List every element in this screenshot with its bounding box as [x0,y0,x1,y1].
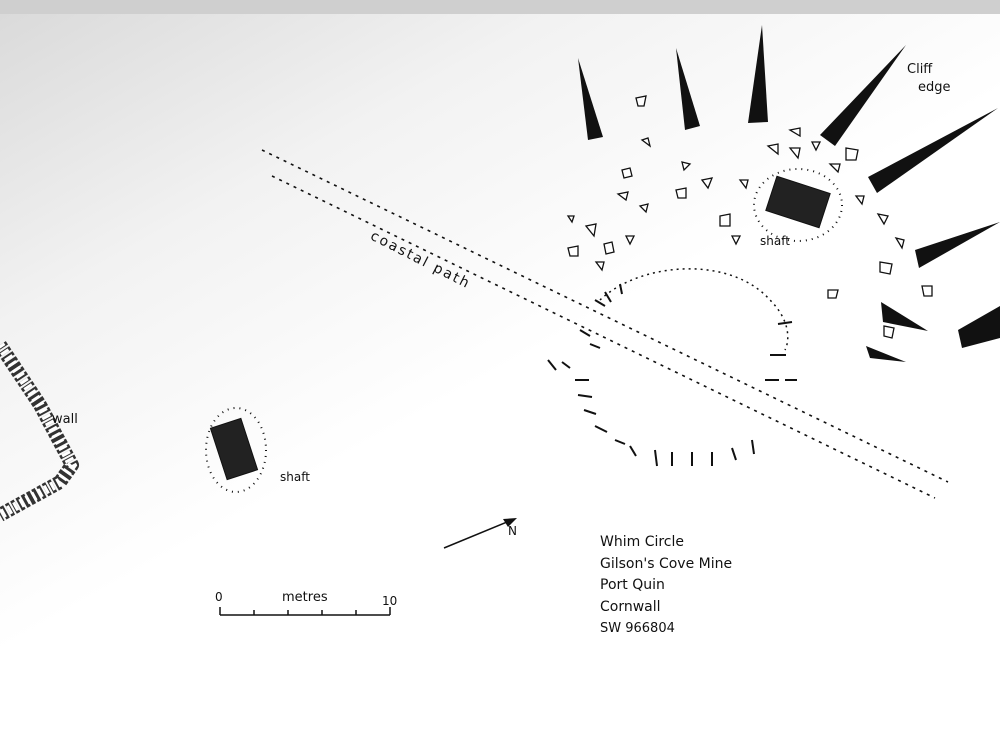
wall-cobble-gaps [0,342,78,519]
site-place: Port Quin [600,577,665,593]
site-county: Cornwall [600,598,661,615]
shafts [205,168,843,493]
wall-label: wall [52,412,78,427]
shaft-upper [753,168,843,242]
shaft-opening [765,175,831,229]
site-name: Whim Circle [600,534,685,550]
cliff-hachure [578,58,603,140]
cliff-edge-hachures [578,25,1000,362]
coastal-path-lines [261,149,949,499]
path-edge [271,175,936,499]
shaft-spoil-ring [205,407,267,493]
shaft-spoil-ring [753,168,843,242]
cliff-edge-label-line2: edge [918,80,951,95]
cliff-hachure [915,222,1000,268]
shaft-label-lower: shaft [280,470,310,484]
cliff-hachure [868,108,998,193]
north-arrow-shaft [443,519,513,549]
shaft-opening [209,417,259,481]
inner-dotted-edge [599,268,789,351]
whim-circle-platform [547,268,797,467]
bank-hachures [547,283,797,467]
cliff-edge-label-line1: Cliff [907,62,933,77]
north-arrow-head [503,518,517,527]
site-info-block: Whim Circle Gilson's Cove Mine Port Quin… [600,532,732,640]
north-label: N [508,524,517,538]
cliff-hachure [820,45,906,146]
cliff-hachure [748,25,768,123]
scale-start-label: 0 [215,590,223,604]
stones [566,95,933,339]
north-arrow [443,518,517,549]
cliff-hachure [958,306,1000,348]
shaft-lower [205,407,267,493]
shaft-label-upper: shaft [760,234,790,248]
site-mine: Gilson's Cove Mine [600,555,733,572]
wall-stones [0,341,79,522]
scale-bar [219,607,391,616]
site-grid-ref: SW 966804 [600,621,675,636]
scan-edge [0,0,1000,14]
cliff-hachure [881,302,928,331]
scale-end-label: 10 [382,594,398,608]
cliff-hachure [676,48,700,130]
cliff-hachure [866,346,906,362]
scale-unit-label: metres [282,590,328,605]
